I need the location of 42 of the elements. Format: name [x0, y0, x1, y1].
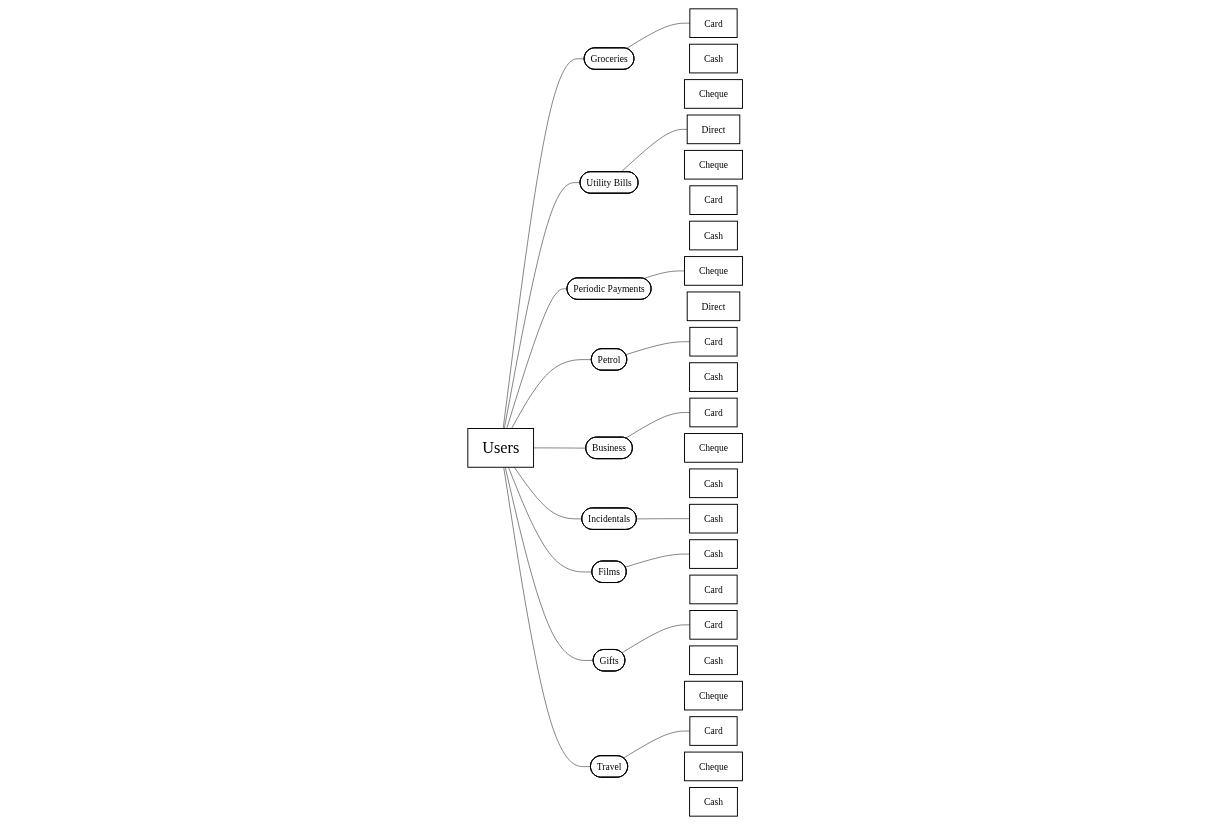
node-box: Card: [689, 326, 738, 357]
connector: [623, 730, 691, 759]
node-box: Cash: [689, 787, 739, 817]
node-box: Cheque: [684, 149, 744, 180]
connector: [506, 288, 568, 429]
connector: [511, 359, 593, 429]
node-box: Cash: [689, 539, 739, 569]
connector: [504, 182, 581, 429]
connector: [636, 518, 691, 520]
node-box: Cheque: [684, 433, 744, 463]
node-box: Direct: [687, 291, 741, 322]
node-box: Cash: [689, 220, 739, 251]
connector: [503, 467, 592, 767]
connector: [622, 624, 691, 654]
connector: [621, 129, 688, 173]
connector: [625, 412, 691, 439]
node-box: Card: [689, 716, 738, 746]
node-box: Card: [689, 610, 738, 640]
node-box: Cheque: [684, 680, 744, 711]
node-box: Users: [467, 428, 535, 468]
node-box: Card: [689, 185, 738, 215]
node-box: Cheque: [684, 79, 744, 109]
node-box: Cheque: [684, 751, 744, 782]
connector: [625, 553, 691, 568]
node-box: Cash: [689, 362, 739, 392]
node-box: Card: [689, 574, 738, 605]
node-box: Cash: [689, 468, 739, 499]
connector: [514, 467, 583, 520]
node-box: Card: [689, 397, 738, 428]
connector: [626, 22, 691, 49]
node-box: Card: [689, 8, 738, 38]
node-box: Direct: [687, 114, 741, 145]
connector: [643, 270, 686, 279]
connector: [508, 467, 593, 573]
node-box: Cash: [689, 645, 739, 676]
node-box: Cash: [689, 43, 739, 74]
connector: [625, 341, 691, 355]
node-box: Cash: [689, 503, 739, 534]
node-box: Cheque: [684, 256, 744, 286]
connector: [505, 467, 595, 661]
connector: [533, 447, 587, 449]
connector: [503, 58, 586, 429]
